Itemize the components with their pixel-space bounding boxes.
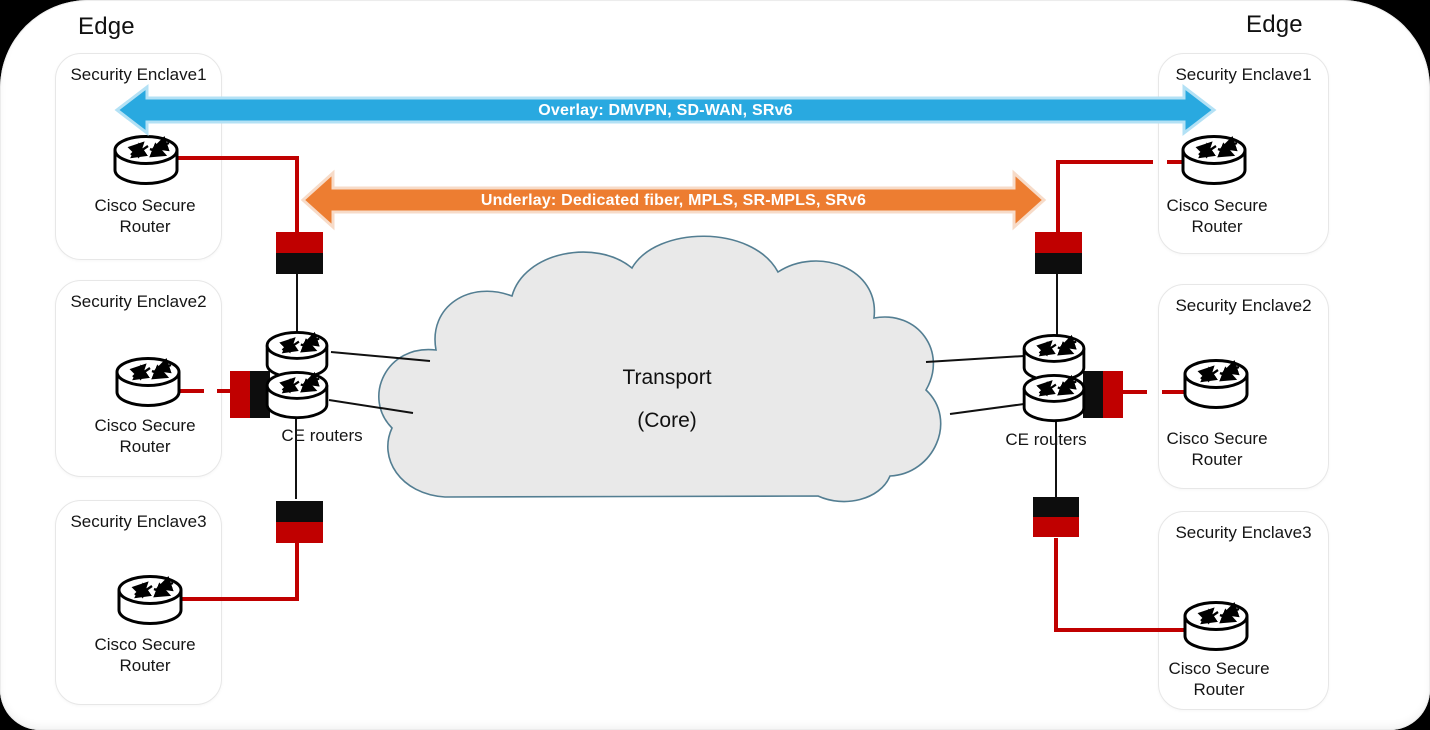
enclave-title: Security Enclave2 [70, 292, 207, 311]
enclave-title: Security Enclave2 [1175, 296, 1312, 315]
ce-routers-label-left: CE routers [281, 426, 363, 445]
enclave-title: Security Enclave3 [70, 512, 207, 531]
enclave-box-right-2: Security Enclave2 Cisco Secure Router [1158, 284, 1329, 489]
enclave-title: Security Enclave1 [1175, 65, 1312, 84]
router-label: Cisco Secure Router [94, 635, 196, 675]
router-label: Cisco Secure Router [1168, 659, 1270, 699]
enclave-title: Security Enclave1 [70, 65, 207, 84]
enclave-box-right-3: Security Enclave3 Cisco Secure Router [1158, 511, 1329, 710]
enclave-box-left-3: Security Enclave3 Cisco Secure Router [55, 500, 222, 705]
ce-routers-label-right: CE routers [1005, 430, 1087, 449]
enclave-box-left-2: Security Enclave2 Cisco Secure Router [55, 280, 222, 477]
edge-heading-left: Edge [78, 13, 135, 40]
cloud-title: Transport [622, 366, 712, 389]
enclave-box-left-1: Security Enclave1 Cisco Secure Router [55, 53, 222, 260]
enclave-box-right-1: Security Enclave1 Cisco Secure Router [1158, 53, 1329, 254]
overlay-arrow-label: Overlay: DMVPN, SD-WAN, SRv6 [538, 101, 793, 119]
router-label: Cisco Secure Router [1166, 429, 1268, 469]
router-label: Cisco Secure Router [1166, 196, 1268, 236]
enclave-title: Security Enclave3 [1175, 523, 1312, 542]
router-label: Cisco Secure Router [94, 196, 196, 236]
underlay-arrow-label: Underlay: Dedicated fiber, MPLS, SR-MPLS… [480, 191, 867, 209]
cloud-subtitle: (Core) [637, 409, 697, 432]
router-label: Cisco Secure Router [94, 416, 196, 456]
edge-heading-right: Edge [1246, 11, 1303, 38]
